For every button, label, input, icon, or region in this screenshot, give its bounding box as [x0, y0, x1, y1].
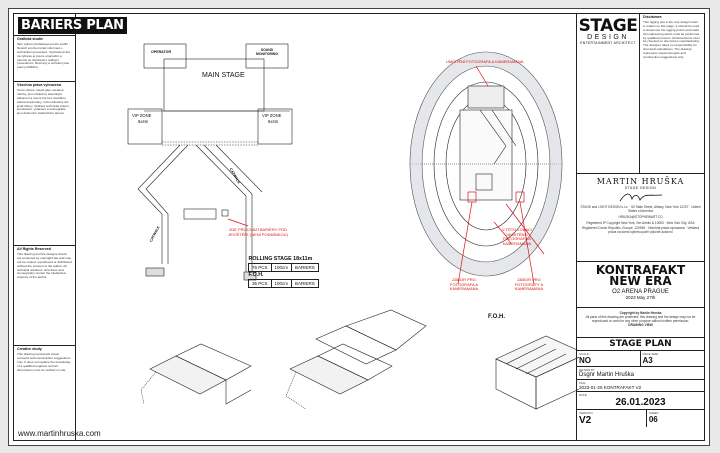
vip-right-size: 6x4m: [268, 119, 279, 124]
note-rights-cz: Všechna práva vyhrazena Tento výkres, st…: [14, 82, 75, 246]
foh-len: 100cm: [270, 278, 293, 288]
project-name-2: NEW ERA: [609, 274, 672, 288]
registration-cz: Registered Czech Republic, Europe, 12094…: [581, 226, 700, 234]
designer-address: STAGE and LIGHT DESIGN s.r.o. · 50 State…: [580, 205, 701, 213]
registration-us: Registered IP Copyright New York, Ser.Ad…: [586, 221, 695, 225]
note-creative-text: This drawing represents visual concepts …: [17, 351, 71, 372]
note-rights-en: All Rights Reserved This drawing and the…: [14, 246, 75, 346]
copyright-block: Copyright by Martin Hruska All parts of …: [577, 308, 704, 338]
page-title: BARIERS PLAN: [18, 17, 127, 34]
date-label: DATE: [579, 393, 587, 397]
drawn-by-label: DRAWN BY: [579, 368, 596, 372]
designer-name: MARTIN HRUŠKA: [596, 177, 685, 186]
sheet-title: STAGE PLAN: [609, 339, 672, 349]
vip-left-size: 6x4m: [138, 119, 149, 124]
scale-value: NO: [579, 356, 591, 365]
project-block: KONTRAFAKT NEW ERA O2 ARENA PRAGUE 2023 …: [577, 262, 704, 308]
date-row: DATE 26.01.2023: [577, 392, 704, 410]
table-row: 76 PCS 100cm BARIERS: [248, 262, 319, 272]
version-label: VERSION: [579, 411, 593, 415]
logo-and-disclaimer: STAGE DESIGN ENTERTAINMENT ARCHITECT Dis…: [577, 14, 704, 174]
foh-title: F.O.H.: [488, 314, 506, 320]
sound-monitoring-box: [245, 43, 289, 69]
foh-type: BARIERS: [291, 278, 319, 288]
operator-label: OPERATOR: [151, 50, 172, 54]
zone-note-annotation: V TÉTO LOKACI UMÍSTĚNO FOTOGRAFA A KAMER…: [501, 227, 533, 246]
logo-sub-text: ENTERTAINMENT ARCHITECT: [580, 41, 636, 45]
venue-name: O2 ARENA PRAGUE: [612, 289, 669, 295]
copyright-text: All parts of this drawing are protected;…: [585, 315, 696, 323]
rolling-stage-table: ROLLING STAGE 18x11m 76 PCS 100cm BARIER…: [248, 255, 319, 288]
vip-left-box: [127, 108, 163, 145]
catwalk-left-path: [145, 144, 189, 264]
foh-table-title: F.O.H.: [248, 272, 264, 278]
website-footer: www.martinhruska.com: [18, 429, 101, 438]
disclaimer-text: This rigging plot is the only design int…: [643, 19, 700, 60]
designer-sub: STAGE DESIGN: [624, 186, 657, 190]
vip-left-label: VIP ZONE: [132, 113, 152, 118]
project-name: KONTRAFAKT: [595, 263, 686, 277]
size-value: A3: [642, 356, 653, 365]
rolling-qty: 76 PCS: [248, 262, 272, 272]
stage-design-logo: STAGE DESIGN ENTERTAINMENT ARCHITECT: [577, 14, 639, 173]
note-creative: Creative study This drawing represents v…: [14, 346, 75, 406]
left-notes-column: BARIERS PLAN Grafická studie Tato výkres…: [14, 14, 127, 440]
operator-box: [143, 43, 187, 69]
title-block-column: STAGE DESIGN ENTERTAINMENT ARCHITECT Dis…: [576, 14, 704, 440]
plan-drawing: [127, 43, 579, 410]
sound-monitoring-label: SOUND MONITORING: [256, 48, 278, 56]
note-rights-en-heading: All Rights Reserved: [17, 247, 51, 251]
sheet-title-block: STAGE PLAN: [577, 338, 704, 351]
note-study-text: Tato výkres představuje pouze studii! Ne…: [17, 41, 70, 70]
signature-icon: [619, 193, 662, 202]
vip-right-box: [257, 108, 293, 145]
drawing-sheet: BARIERS PLAN Grafická studie Tato výkres…: [8, 8, 710, 446]
vip-right-label: VIP ZONE: [262, 113, 282, 118]
barrier-note-annotation: ZDE PROCHÁZÍ BARIÉRY POD JEVIŠTĚM, (NENÍ…: [228, 227, 288, 237]
date-value: 26.01.2023: [615, 397, 666, 408]
scale-label: SCALE: [579, 352, 589, 356]
catwalk-right-path: [195, 144, 247, 272]
venue-date: 2023 May 27th: [625, 295, 656, 300]
note-rights-en-text: This drawing and the designs shown are p…: [17, 251, 72, 280]
foh-qty: 36 PCS: [248, 278, 272, 288]
rolling-type: BARIERS: [291, 262, 319, 272]
drawn-by-value: Dsgnr Martin Hruška: [579, 372, 635, 378]
file-label: FILE: [579, 381, 586, 385]
photo-left-annotation: ZÁBOR PRO FOTOGRAFA A KAMERAMANA: [449, 277, 479, 292]
note-rights-cz-heading: Všechna práva vyhrazena: [17, 83, 61, 87]
sheet-frame: BARIERS PLAN Grafická studie Tato výkres…: [13, 13, 705, 441]
note-study: Grafická studie Tato výkres představuje …: [14, 36, 75, 82]
rolling-len: 100cm: [270, 262, 293, 272]
table-row: 36 PCS 100cm BARIERS: [248, 278, 319, 288]
logo-design-text: DESIGN: [587, 34, 629, 41]
note-creative-heading: Creative study: [17, 347, 42, 351]
sheet-no-value: 06: [648, 415, 658, 424]
cameraman-top-annotation: UMÍSTĚNÍ FOTOGRAFA A KAMERAMANA: [446, 59, 524, 64]
disclaimer: Disclaimer: This rigging plot is the onl…: [639, 14, 704, 173]
drawing-area: MAIN STAGE OPERATOR SOUND MONITORING VIP…: [18, 14, 579, 440]
version-value: V2: [579, 415, 592, 426]
designer-email: HRUSKA@STOPNEWART.CO: [618, 215, 663, 219]
main-stage-outline: [163, 58, 265, 112]
disclaimer-heading: Disclaimer:: [643, 15, 663, 19]
title-block: BARIERS PLAN: [14, 14, 127, 36]
rolling-title: ROLLING STAGE 18x11m: [248, 255, 313, 262]
photo-mid-annotation: ZÁBOR PRO FOTOGRAFY A KAMERAMANA: [514, 277, 544, 292]
copyright-title: Copyright by Martin Hruska: [619, 311, 662, 315]
note-study-heading: Grafická studie: [17, 37, 43, 41]
file-value: 2023-01-25 KONTRAFAKT V2: [579, 385, 642, 390]
size-label: PAGE SIZE: [642, 352, 659, 356]
sheet-no-label: SHEET: [648, 411, 659, 415]
main-stage-label: MAIN STAGE: [202, 72, 245, 79]
logo-stage-text: STAGE: [578, 16, 638, 36]
designer-block: MARTIN HRUŠKA STAGE DESIGN STAGE and LIG…: [577, 174, 704, 262]
drawing-view-label: DRAWING VIEW: [628, 323, 653, 327]
note-rights-cz-text: Tento výkres, stejně jako uvedené návrhy…: [17, 87, 70, 116]
